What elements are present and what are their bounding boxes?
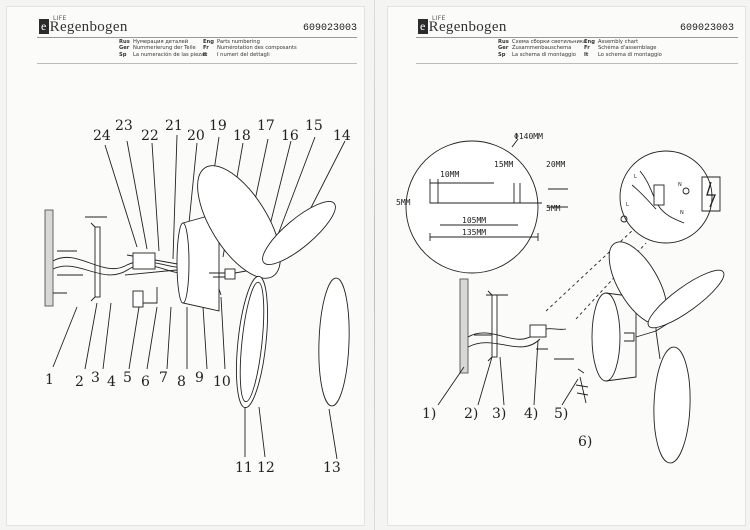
- hdr-lang: Fr: [584, 45, 590, 52]
- brand-mark: e: [418, 19, 428, 34]
- assembly-step: 1): [422, 406, 437, 422]
- hdr-text: Numérotation des composants: [217, 45, 297, 52]
- hdr-text: Schéma d'assemblage: [598, 45, 657, 52]
- dimension-label: 135MM: [462, 228, 487, 237]
- part-number: 20: [187, 128, 205, 144]
- part-number: 12: [257, 460, 275, 476]
- hdr-lang: Sp: [119, 51, 127, 58]
- brand-sup: LIFE: [432, 15, 446, 22]
- part-number: 7: [159, 370, 168, 386]
- part-number: 10: [213, 374, 231, 390]
- dimension-label: Φ140MM: [514, 132, 543, 141]
- hdr-text: La numeración de las piezas: [133, 51, 207, 58]
- product-code: 609023003: [303, 23, 358, 34]
- dimension-label: 5MM: [396, 198, 411, 207]
- part-number: 6: [141, 374, 150, 390]
- part-number: 3: [91, 370, 100, 386]
- part-number: 2: [75, 374, 84, 390]
- header-rule-bottom: [416, 63, 738, 64]
- wire-label-n: N: [680, 210, 684, 216]
- part-number: 17: [257, 118, 275, 134]
- header-rule: [416, 37, 738, 38]
- hdr-text: I numeri del dettagli: [217, 51, 270, 58]
- hdr-text: Схема сборки светильника: [512, 39, 587, 45]
- hdr-text: Zusammenbauschema: [512, 45, 572, 52]
- hdr-text: La schema di montaggio: [512, 51, 576, 58]
- hdr-text: Нумерация деталей: [133, 39, 189, 45]
- part-number: 4: [107, 374, 116, 390]
- assembly-step: 3): [492, 406, 507, 422]
- part-number: 24: [93, 128, 111, 144]
- wire-label-l: L: [634, 174, 637, 180]
- dimension-label: 20MM: [546, 160, 566, 169]
- part-number: 21: [165, 118, 183, 134]
- exploded-view-drawing: [44, 134, 350, 460]
- wire-label-n: N: [678, 182, 682, 188]
- part-number: 23: [115, 118, 133, 134]
- hdr-text: Assembly chart: [598, 39, 639, 45]
- assembly-step: 5): [554, 406, 569, 422]
- part-number: 14: [333, 128, 351, 144]
- hdr-lang: Rus: [119, 39, 130, 45]
- hdr-lang: Rus: [498, 39, 509, 45]
- brand-sup: LIFE: [53, 15, 67, 22]
- part-number: 19: [209, 118, 227, 134]
- hdr-text: Nummerierung der Teile: [133, 45, 196, 52]
- header-rule: [37, 37, 357, 38]
- hdr-lang: Ger: [119, 45, 130, 52]
- dimension-label: 10MM: [440, 170, 460, 179]
- brand-name: Regenbogen: [428, 19, 507, 35]
- dimension-label: 5MM: [546, 204, 561, 213]
- hdr-lang: Fr: [203, 45, 209, 52]
- assembly-step: 6): [578, 434, 593, 450]
- part-number: 11: [235, 460, 253, 476]
- hdr-text: Parts numbering: [217, 39, 260, 45]
- part-number: 9: [195, 370, 204, 386]
- hdr-text: Lo schema di montaggio: [598, 51, 662, 58]
- part-number: 16: [281, 128, 299, 144]
- part-number: 18: [233, 128, 251, 144]
- product-code: 609023003: [680, 23, 735, 34]
- assembly-step: 2): [464, 406, 479, 422]
- brand-mark: e: [39, 19, 49, 34]
- dimension-label: 105MM: [462, 216, 487, 225]
- dimension-label: 15MM: [494, 160, 514, 169]
- hdr-lang: Eng: [584, 39, 595, 45]
- hdr-lang: Eng: [203, 39, 214, 45]
- assembly-drawing: [405, 138, 725, 464]
- part-number: 8: [177, 374, 186, 390]
- part-number: 13: [323, 460, 341, 476]
- part-number: 15: [305, 118, 323, 134]
- assembly-step: 4): [524, 406, 539, 422]
- hdr-lang: Ger: [498, 45, 509, 52]
- part-number: 22: [141, 128, 159, 144]
- wire-label-l: L: [626, 202, 629, 208]
- hdr-lang: It: [203, 51, 208, 58]
- hdr-lang: It: [584, 51, 589, 58]
- hdr-lang: Sp: [498, 51, 506, 58]
- brand-name: Regenbogen: [49, 19, 128, 35]
- page-fold: [374, 0, 375, 530]
- header-rule-bottom: [37, 63, 357, 64]
- part-number: 5: [123, 370, 132, 386]
- part-number: 1: [45, 372, 54, 388]
